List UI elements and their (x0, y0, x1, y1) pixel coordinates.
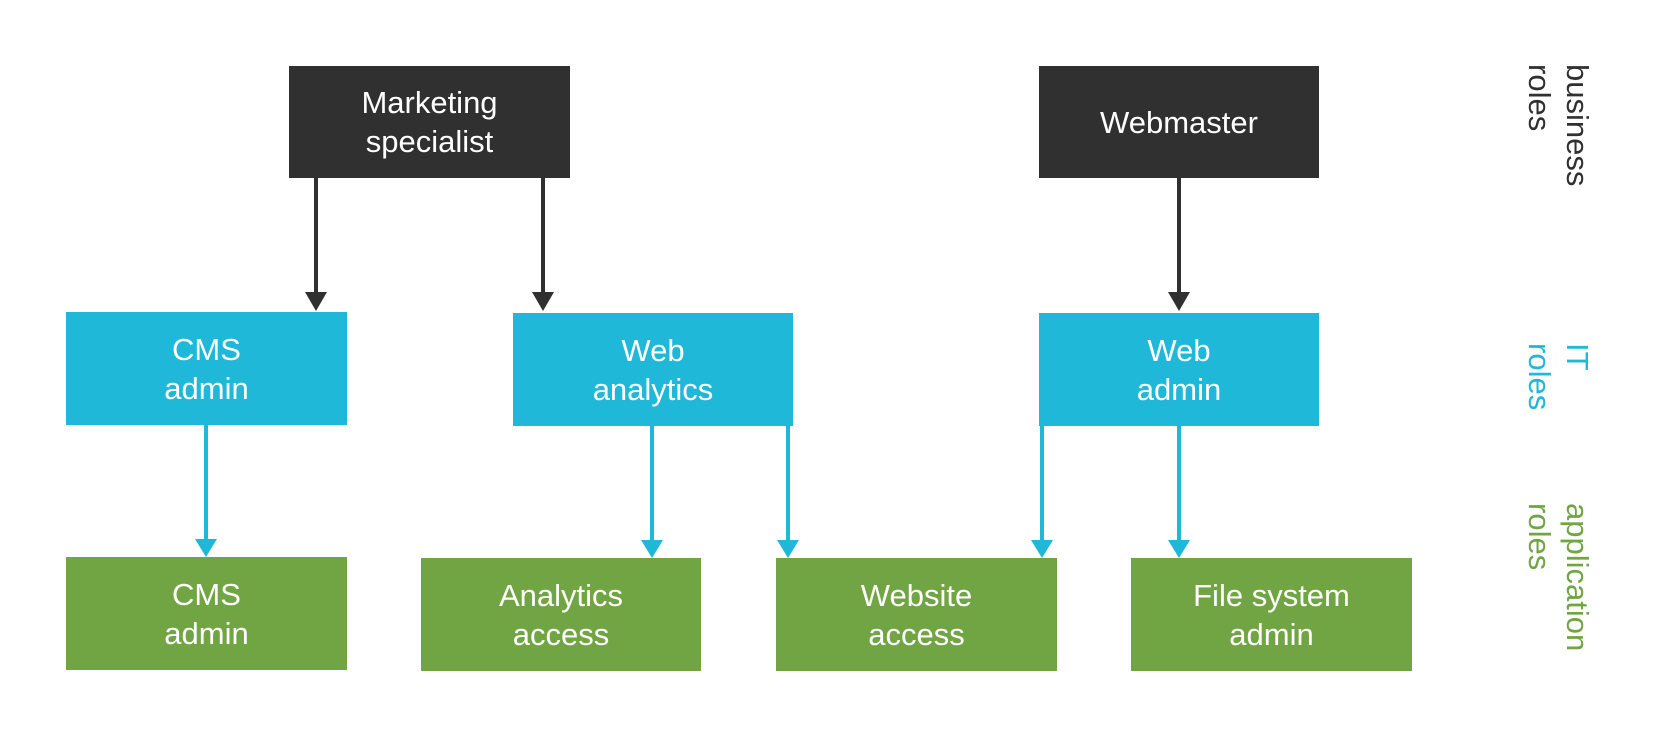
business-role-webmaster: Webmaster (1039, 66, 1319, 178)
arrowhead-webanalytics-to-website (777, 540, 799, 558)
box-line: analytics (592, 371, 714, 407)
app-role-website-access: Website access (776, 558, 1057, 671)
app-role-analytics-access: Analytics access (421, 558, 701, 671)
box-line: admin (164, 615, 249, 651)
box-line: Website (860, 577, 973, 613)
box-line: File system (1193, 577, 1350, 613)
label-line: roles (1522, 503, 1557, 571)
label-line: IT (1560, 343, 1595, 371)
arrowhead-webadmin-to-filesystem (1168, 540, 1190, 558)
label-it-roles: IT roles (1520, 343, 1596, 410)
box-line: admin (1136, 371, 1222, 407)
arrowhead-cms-it-to-cms-app (195, 539, 217, 557)
it-role-cms-admin: CMS admin (66, 312, 347, 425)
label-line: business (1560, 64, 1595, 187)
business-connectors (305, 178, 1190, 311)
arrowhead-webadmin-to-website (1031, 540, 1053, 558)
arrowhead-webanalytics-to-analytics (641, 540, 663, 558)
box-line: Webmaster (1100, 104, 1258, 140)
box-line: access (868, 616, 965, 652)
app-role-file-system-admin: File system admin (1131, 558, 1412, 671)
box-line: admin (1229, 616, 1314, 652)
it-connectors (195, 425, 1190, 558)
arrowhead-marketing-to-cms (305, 292, 327, 311)
box-line: Web (1147, 332, 1211, 368)
label-business-roles: business roles (1520, 64, 1596, 186)
label-line: roles (1522, 64, 1557, 132)
box-line: Marketing (361, 85, 498, 120)
box-line: CMS (172, 331, 241, 367)
box-line: CMS (172, 576, 241, 612)
label-line: application (1560, 503, 1595, 652)
box-line: access (512, 616, 610, 652)
box-line: Web (621, 332, 685, 368)
app-role-cms-admin: CMS admin (66, 557, 347, 670)
box-line: admin (164, 370, 249, 406)
box-line: Analytics (498, 577, 624, 613)
it-role-web-analytics: Web analytics (513, 313, 793, 426)
business-role-marketing-specialist: Marketing specialist (289, 66, 570, 178)
box-line: specialist (365, 124, 494, 159)
arrowhead-webmaster-to-webadmin (1168, 292, 1190, 311)
label-line: roles (1522, 343, 1557, 411)
it-role-web-admin: Web admin (1039, 313, 1319, 426)
label-application-roles: application roles (1520, 503, 1596, 651)
arrowhead-marketing-to-webanalytics (532, 292, 554, 311)
